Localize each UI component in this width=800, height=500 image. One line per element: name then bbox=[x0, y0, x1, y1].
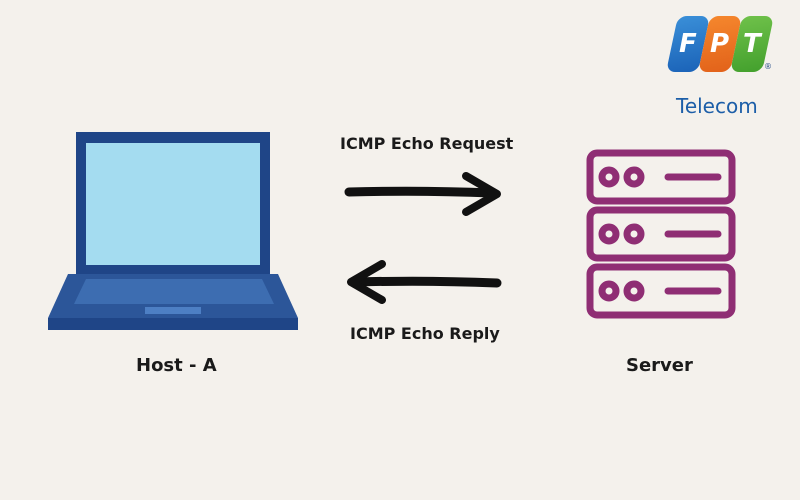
laptop-touchpad bbox=[145, 307, 201, 314]
request-label: ICMP Echo Request bbox=[340, 134, 514, 153]
fpt-telecom-logo: F P T ® Telecom bbox=[664, 16, 774, 120]
server-unit-3 bbox=[586, 263, 736, 319]
server-unit-1 bbox=[586, 149, 736, 205]
request-arrow bbox=[344, 172, 501, 216]
server-unit-2 bbox=[586, 206, 736, 262]
logo-text: Telecom bbox=[676, 94, 758, 118]
laptop-base bbox=[48, 318, 298, 330]
logo-registered-mark: ® bbox=[764, 62, 772, 71]
laptop-keyboard bbox=[74, 279, 274, 304]
host-label: Host - A bbox=[136, 355, 217, 376]
server-label: Server bbox=[626, 355, 693, 376]
reply-arrow bbox=[347, 260, 502, 304]
laptop-screen bbox=[86, 143, 260, 265]
reply-label: ICMP Echo Reply bbox=[350, 324, 500, 343]
